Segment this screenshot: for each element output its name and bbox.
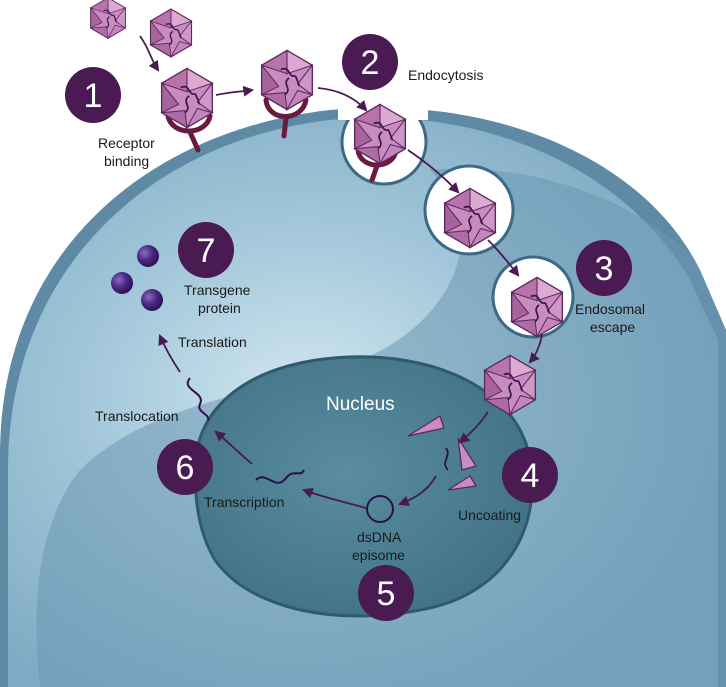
label-receptor-binding-line2: binding	[104, 153, 149, 169]
protein-3	[141, 289, 163, 311]
label-transcription: Transcription	[204, 494, 284, 510]
nucleus-label: Nucleus	[326, 394, 395, 415]
step-badge-4: 4	[502, 447, 558, 503]
label-dsdna-line2: episome	[352, 547, 405, 563]
label-transgene-protein-line1: Transgene	[184, 282, 251, 298]
label-translation: Translation	[178, 334, 247, 350]
label-uncoating: Uncoating	[458, 507, 521, 523]
label-endocytosis: Endocytosis	[408, 67, 483, 83]
step-badge-6: 6	[157, 439, 213, 495]
step-badge-5: 5	[358, 565, 414, 621]
svg-text:2: 2	[361, 44, 380, 82]
arrows	[139, 35, 543, 509]
svg-text:1: 1	[84, 77, 103, 115]
step-labels: Receptor binding Endocytosis Endosomal e…	[95, 67, 645, 563]
step-badge-3: 3	[576, 240, 632, 296]
label-transgene-protein-line2: protein	[198, 300, 241, 316]
svg-text:4: 4	[521, 457, 540, 495]
step-badges: 1 2 3 4 5 6 7	[65, 34, 632, 621]
capsid-fragments	[407, 415, 478, 491]
transgene-proteins	[111, 245, 163, 311]
step-badge-7: 7	[178, 222, 234, 278]
protein-1	[137, 245, 159, 267]
dsdna-episome	[366, 495, 394, 523]
nucleus: Nucleus	[193, 355, 534, 618]
svg-text:5: 5	[377, 575, 396, 613]
svg-text:3: 3	[595, 250, 614, 288]
label-endosomal-escape-line2: escape	[590, 319, 635, 335]
label-receptor-binding-line1: Receptor	[98, 135, 155, 151]
label-dsdna-line1: dsDNA	[357, 529, 402, 545]
capsid-free-2	[149, 8, 193, 58]
svg-text:6: 6	[176, 449, 195, 487]
label-endosomal-escape-line1: Endosomal	[575, 301, 645, 317]
step-badge-1: 1	[65, 67, 121, 123]
mrna-cytoplasmic	[186, 377, 210, 421]
protein-2	[111, 272, 133, 294]
receptors	[165, 97, 399, 183]
svg-text:7: 7	[197, 232, 216, 270]
mrna-nuclear	[255, 469, 305, 484]
label-translocation: Translocation	[95, 408, 179, 424]
capsid-free-1	[90, 0, 126, 39]
step-badge-2: 2	[342, 34, 398, 90]
